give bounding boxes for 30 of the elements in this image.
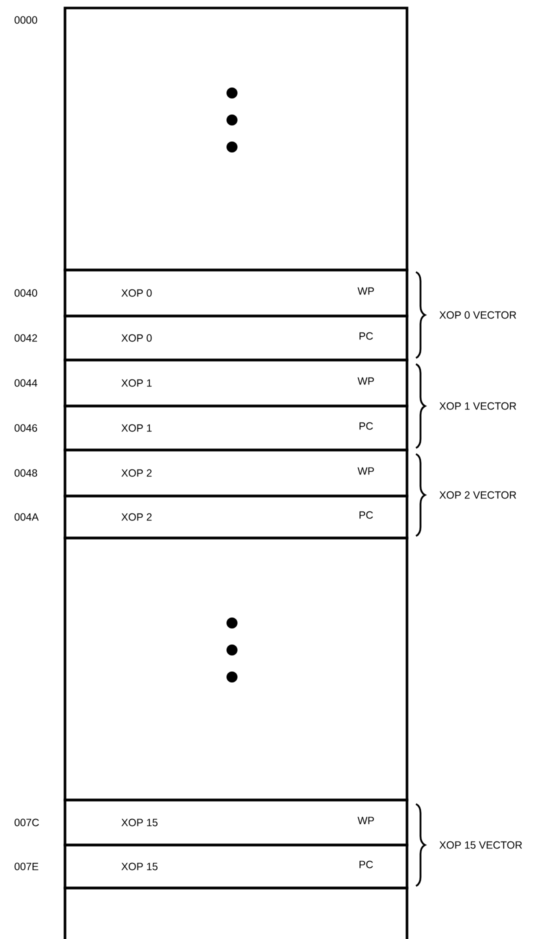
- register-label: PC: [360, 860, 373, 868]
- cell-text: XOP 2: [121, 469, 152, 477]
- cell-text: XOP 0: [121, 334, 152, 342]
- cell-text: XOP 15: [121, 818, 158, 826]
- address-label: 0000: [14, 16, 38, 24]
- address-label: 0042: [14, 334, 38, 342]
- register-label: WP: [358, 377, 374, 385]
- vector-label: XOP 0 VECTOR: [439, 311, 516, 319]
- register-label: WP: [358, 467, 374, 475]
- address-label: 0046: [14, 424, 38, 432]
- cell-text: XOP 15: [121, 862, 158, 870]
- vector-label: XOP 2 VECTOR: [439, 491, 516, 499]
- cell-text: XOP 0: [121, 289, 152, 297]
- register-label: PC: [360, 511, 373, 519]
- address-label: 007C: [14, 818, 39, 826]
- memory-cell: [64, 886, 408, 939]
- register-label: WP: [358, 816, 374, 824]
- register-label: PC: [360, 422, 373, 430]
- address-label: 0048: [14, 469, 38, 477]
- register-label: WP: [358, 287, 374, 295]
- cell-text: XOP 2: [121, 513, 152, 521]
- address-label: 0044: [14, 379, 38, 387]
- vector-label: XOP 1 VECTOR: [439, 402, 516, 410]
- register-label: PC: [360, 332, 373, 340]
- cell-text: XOP 1: [121, 379, 152, 387]
- cell-text: XOP 1: [121, 424, 152, 432]
- vector-label: XOP 15 VECTOR: [439, 841, 522, 849]
- address-label: 007E: [14, 862, 38, 870]
- address-label: 004A: [14, 513, 39, 521]
- address-label: 0040: [14, 289, 38, 297]
